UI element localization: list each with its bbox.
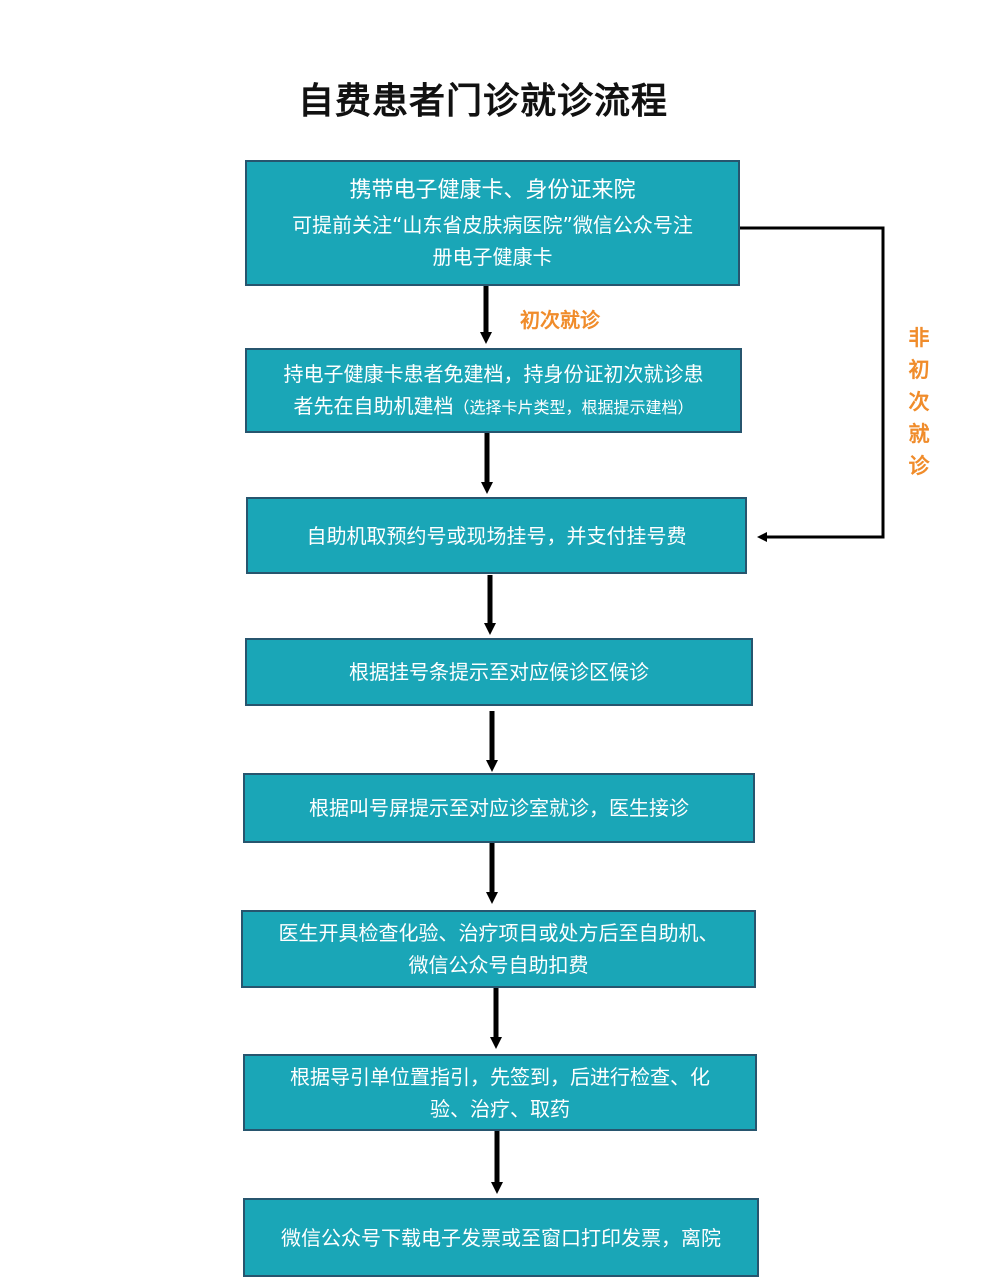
step-1-line3: 册电子健康卡	[432, 245, 553, 269]
step-5-box: 根据叫号屏提示至对应诊室就诊，医生接诊	[243, 773, 755, 843]
step-6-box: 医生开具检查化验、治疗项目或处方后至自助机、 微信公众号自助扣费	[241, 910, 756, 988]
step-1-line2: 可提前关注“山东省皮肤病医院”微信公众号注	[292, 213, 693, 237]
non-first-char-5: 诊	[908, 454, 930, 478]
step-6-line1: 医生开具检查化验、治疗项目或处方后至自助机、	[278, 921, 719, 945]
page-title: 自费患者门诊就诊流程	[297, 81, 668, 122]
step-8-line1: 微信公众号下载电子发票或至窗口打印发票，离院	[281, 1225, 721, 1250]
non-first-visit-label: 非 初 次 就 诊	[904, 322, 934, 482]
step-2-line2: 者先在自助机建档	[293, 393, 454, 418]
non-first-char-1: 非	[908, 326, 930, 350]
non-first-char-2: 初	[908, 358, 930, 382]
step-2-note: （选择卡片类型，根据提示建档）	[453, 397, 694, 417]
step-7-line2: 验、治疗、取药	[430, 1096, 570, 1121]
first-visit-label: 初次就诊	[520, 308, 600, 332]
step-7-line1: 根据导引单位置指引，先签到，后进行检查、化	[290, 1064, 710, 1089]
step-4-box: 根据挂号条提示至对应候诊区候诊	[245, 638, 753, 706]
non-first-char-3: 次	[908, 390, 930, 414]
step-8-box: 微信公众号下载电子发票或至窗口打印发票，离院	[243, 1198, 759, 1277]
step-5-line1: 根据叫号屏提示至对应诊室就诊，医生接诊	[309, 796, 689, 820]
step-1-title: 携带电子健康卡、身份证来院	[349, 178, 636, 203]
step-3-box: 自助机取预约号或现场挂号，并支付挂号费	[246, 497, 747, 574]
step-2-box: 持电子健康卡患者免建档，持身份证初次就诊患 者先在自助机建档（选择卡片类型，根据…	[245, 348, 742, 433]
step-2-line1: 持电子健康卡患者免建档，持身份证初次就诊患	[283, 361, 704, 386]
step-3-line1: 自助机取预约号或现场挂号，并支付挂号费	[306, 523, 687, 548]
step-7-box: 根据导引单位置指引，先签到，后进行检查、化 验、治疗、取药	[243, 1054, 757, 1131]
non-first-char-4: 就	[908, 422, 930, 446]
step-4-line1: 根据挂号条提示至对应候诊区候诊	[349, 660, 649, 684]
arrow-skip-non-first	[740, 226, 885, 542]
step-6-line2: 微信公众号自助扣费	[408, 953, 589, 977]
step-1-box: 携带电子健康卡、身份证来院 可提前关注“山东省皮肤病医院”微信公众号注 册电子健…	[245, 160, 740, 286]
